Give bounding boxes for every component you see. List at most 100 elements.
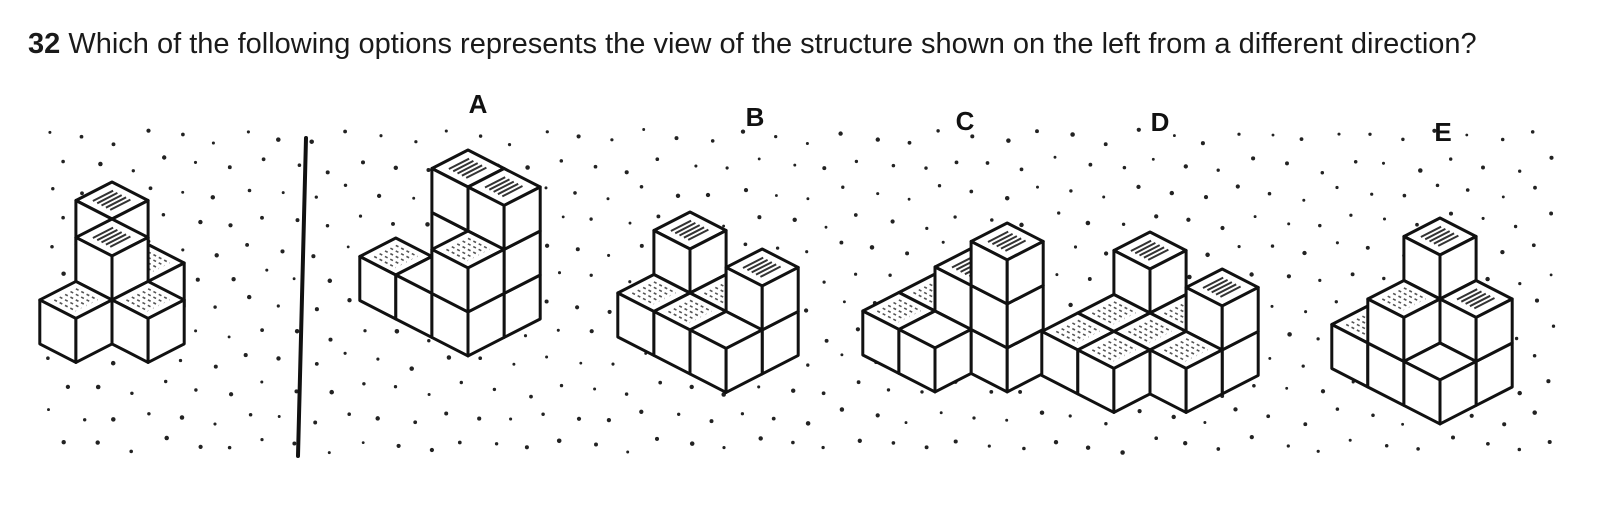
grid-dot xyxy=(276,356,281,361)
grid-dot xyxy=(1154,436,1159,441)
grid-dot xyxy=(375,416,380,421)
grid-dot xyxy=(1287,222,1291,226)
grid-dot xyxy=(655,157,660,162)
grid-dot xyxy=(907,197,911,201)
grid-dot xyxy=(1183,164,1188,169)
grid-dot xyxy=(1350,272,1355,277)
grid-dot xyxy=(1216,168,1220,172)
grid-dot xyxy=(179,415,185,420)
grid-dot xyxy=(129,449,133,454)
grid-dot xyxy=(1371,413,1375,418)
grid-dot xyxy=(875,413,880,418)
option-b-structure[interactable] xyxy=(616,210,800,394)
grid-dot xyxy=(1036,185,1039,189)
grid-dot xyxy=(393,385,398,389)
grid-dot xyxy=(821,445,825,450)
grid-dot xyxy=(525,165,530,170)
shade-mark xyxy=(1055,330,1079,344)
grid-dot xyxy=(891,441,896,445)
grid-dot xyxy=(1103,251,1109,256)
grid-dot xyxy=(1335,185,1339,190)
grid-dot xyxy=(1402,193,1407,198)
grid-dot xyxy=(181,190,185,194)
grid-dot xyxy=(824,338,829,343)
grid-dot xyxy=(327,451,331,455)
option-a-structure[interactable] xyxy=(358,148,542,358)
grid-dot xyxy=(294,389,299,394)
grid-dot xyxy=(1432,128,1437,133)
grid-dot xyxy=(675,193,681,198)
shade-mark xyxy=(64,293,88,307)
grid-dot xyxy=(48,130,52,134)
grid-dot xyxy=(856,380,861,385)
grid-dot xyxy=(1019,167,1024,172)
grid-dot xyxy=(393,165,398,170)
grid-dot xyxy=(656,214,661,219)
option-e-structure[interactable] xyxy=(1330,216,1514,426)
hatch-mark xyxy=(109,235,131,248)
grid-dot xyxy=(1534,298,1540,303)
grid-dot xyxy=(509,417,513,421)
option-d-label[interactable]: D xyxy=(1151,107,1170,137)
grid-dot xyxy=(1169,190,1175,196)
grid-dot xyxy=(722,446,726,450)
grid-dot xyxy=(1237,245,1241,249)
shade-mark xyxy=(467,237,490,251)
grid-dot xyxy=(824,225,828,229)
shade-mark xyxy=(1138,325,1162,338)
grid-dot xyxy=(624,392,629,396)
grid-dot xyxy=(280,249,285,254)
grid-dot xyxy=(426,167,431,173)
cube xyxy=(688,309,764,394)
grid-dot xyxy=(363,329,367,333)
grid-dot xyxy=(1547,439,1552,445)
hatch-mark xyxy=(461,164,483,177)
grid-dot xyxy=(1465,188,1470,192)
grid-dot xyxy=(775,246,780,250)
grid-dot xyxy=(311,254,316,259)
grid-dot xyxy=(875,137,880,142)
grid-dot xyxy=(1266,414,1271,419)
grid-dot xyxy=(329,389,334,395)
grid-dot xyxy=(905,251,910,256)
grid-dot xyxy=(1501,195,1505,199)
grid-dot xyxy=(194,329,198,333)
grid-dot xyxy=(654,436,660,441)
grid-dot xyxy=(607,309,612,314)
grid-dot xyxy=(607,253,611,257)
shade-mark xyxy=(887,304,911,318)
grid-dot xyxy=(1415,222,1419,227)
option-c-label[interactable]: C xyxy=(956,106,975,136)
grid-dot xyxy=(1267,191,1272,196)
option-e-label[interactable]: E xyxy=(1434,117,1451,147)
option-d-structure[interactable] xyxy=(1040,230,1260,414)
grid-dot xyxy=(111,417,116,422)
grid-dot xyxy=(1517,390,1522,396)
hatch-mark xyxy=(1433,232,1455,245)
grid-dot xyxy=(163,379,168,384)
shade-mark xyxy=(684,302,707,315)
grid-dot xyxy=(556,438,562,444)
hatch-mark xyxy=(101,194,123,207)
shade-mark xyxy=(147,251,171,264)
grid-dot xyxy=(164,435,169,441)
grid-dot xyxy=(478,134,483,138)
grid-dot xyxy=(446,355,452,360)
option-c-structure[interactable] xyxy=(861,221,1045,394)
shade-mark xyxy=(1102,306,1126,320)
grid-dot xyxy=(725,166,729,170)
grid-dot xyxy=(757,215,762,220)
hatch-mark xyxy=(746,259,769,272)
grid-dot xyxy=(705,192,711,198)
option-a-label[interactable]: A xyxy=(469,89,488,119)
grid-dot xyxy=(839,240,844,245)
grid-dot xyxy=(1019,222,1024,228)
option-b-label[interactable]: B xyxy=(746,102,765,132)
grid-dot xyxy=(589,273,593,277)
grid-dot xyxy=(854,272,858,276)
cube xyxy=(38,279,114,364)
grid-dot xyxy=(314,195,318,199)
grid-dot xyxy=(292,277,296,281)
shade-mark xyxy=(1066,325,1090,338)
grid-dot xyxy=(792,217,797,222)
